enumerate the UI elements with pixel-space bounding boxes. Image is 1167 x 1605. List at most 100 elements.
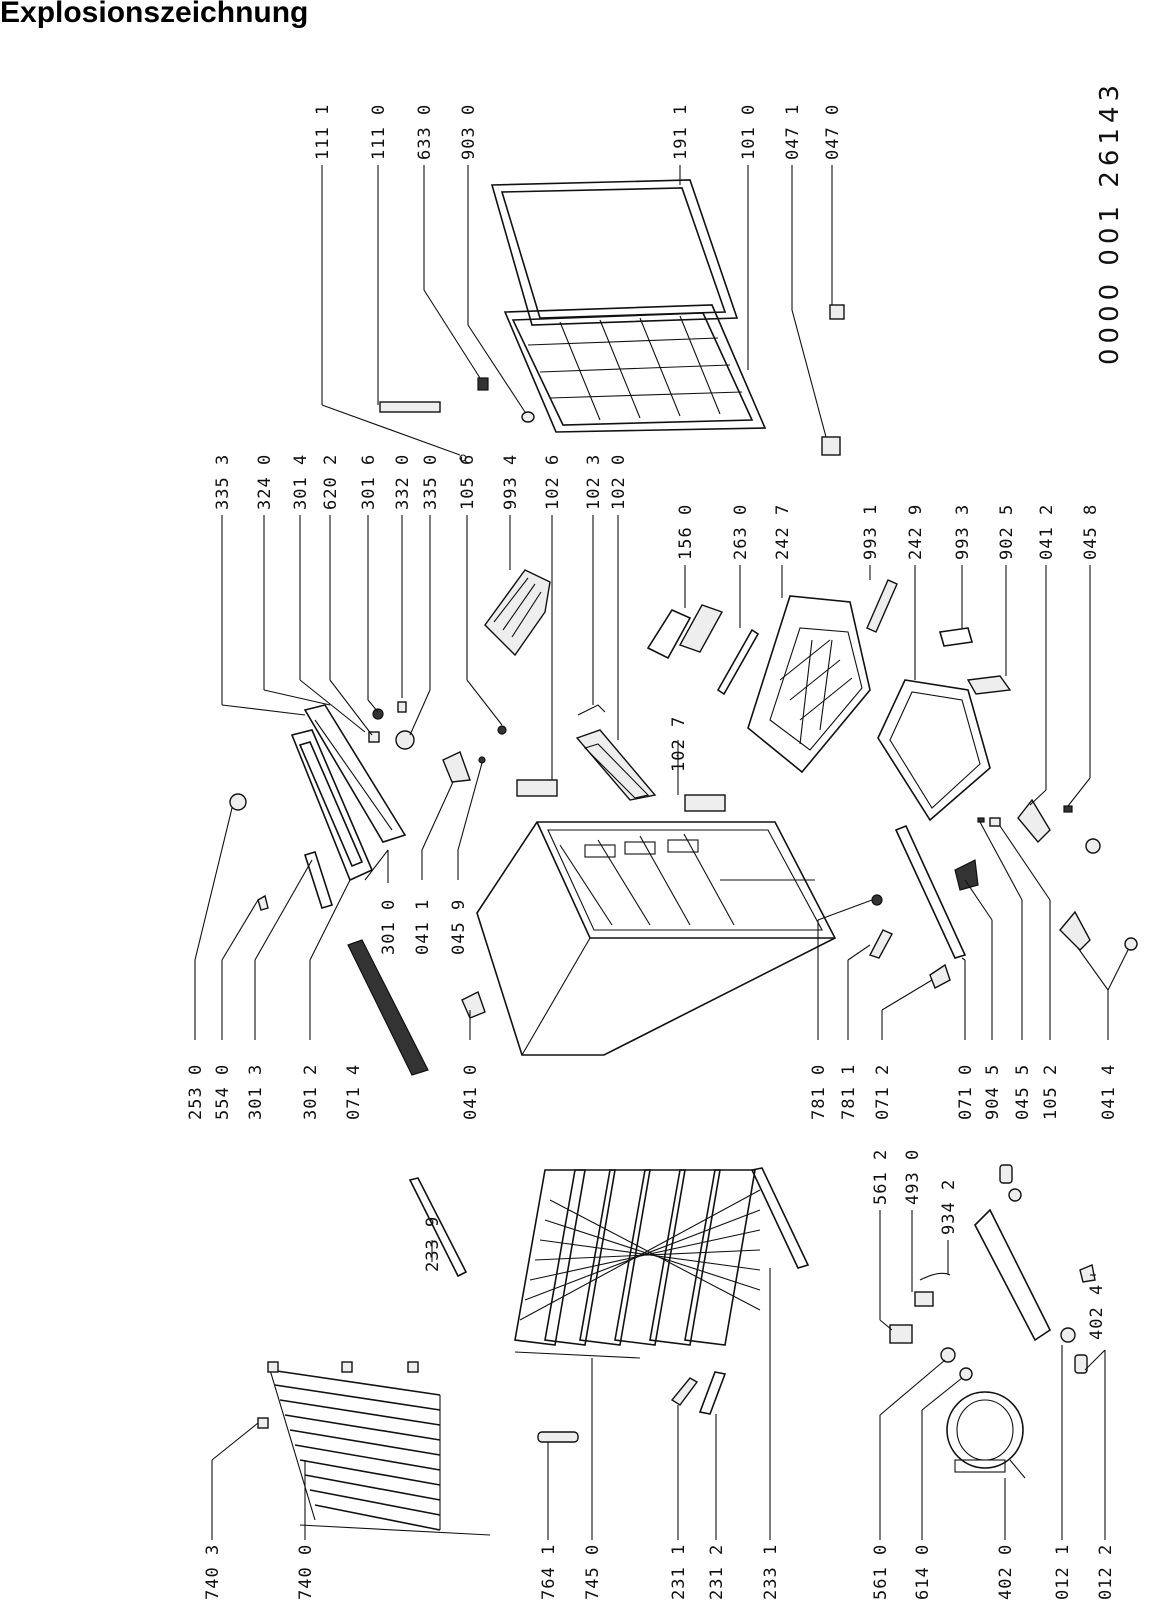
middle-lower-labels: 253 0 554 0 301 3 301 2 071 4 041 0 781 … [186,1064,1119,1120]
label-045-5: 045 5 [1013,1064,1033,1120]
drain-plug-part [257,1417,269,1429]
label-242-9: 242 9 [906,504,926,560]
label-012-1: 012 1 [1053,1544,1073,1600]
label-012-2: 012 2 [1096,1544,1116,1600]
bottom-hinge-part [1017,798,1051,844]
label-993-3: 993 3 [953,504,973,560]
wire-shelves-part [514,1169,761,1359]
label-614-0: 614 0 [913,1544,933,1600]
lamp-part [537,1431,579,1443]
clip-part [477,377,489,391]
knob-part [395,730,415,750]
hinge-pin-part [459,454,467,462]
label-740-3: 740 3 [203,1544,223,1600]
label-402-4: 402 4 [1087,1284,1107,1340]
page-title: Explosionszeichnung [0,0,309,29]
label-740-0: 740 0 [296,1544,316,1600]
label-301-4: 301 4 [291,454,311,510]
label-102-7: 102 7 [669,716,689,772]
document-number: 0000 001 26143 [1095,80,1125,365]
label-332-0: 332 0 [393,454,413,510]
small-grille-part [866,579,898,633]
label-301-6: 301 6 [359,454,379,510]
label-263-0: 263 0 [731,504,751,560]
ice-tray-part [646,608,692,660]
label-102-3: 102 3 [584,454,604,510]
base-plate-part [974,1208,1052,1342]
compressor-part [946,1391,1026,1479]
upper-hinge-part [442,751,471,783]
label-764-1: 764 1 [539,1544,559,1600]
door-gasket-part [490,179,739,326]
label-242-7: 242 7 [773,504,793,560]
cabinet-assembly [229,569,1138,1076]
lower-rail-part [750,1167,810,1269]
label-231-1: 231 1 [669,1544,689,1600]
rail-part [408,1177,468,1278]
label-745-0: 745 0 [583,1544,603,1600]
label-561-2: 561 2 [871,1149,891,1205]
label-633-0: 633 0 [415,104,435,160]
label-041-2: 041 2 [1037,504,1057,560]
label-233-9: 233 9 [423,1216,443,1272]
thermostat-part [229,793,247,811]
label-902-5: 902 5 [997,504,1017,560]
bracket-small-part [829,304,845,320]
label-045-8: 045 8 [1081,504,1101,560]
label-101-0: 101 0 [739,104,759,160]
label-335-3: 335 3 [213,454,233,510]
label-191-1: 191 1 [671,104,691,160]
label-781-1: 781 1 [839,1064,859,1120]
bracket-part [821,436,841,456]
bottom-labels: 561 2 493 0 934 2 402 4 233 9 740 3 740 … [203,1149,1116,1600]
label-047-0: 047 0 [823,104,843,160]
label-253-0: 253 0 [186,1064,206,1120]
label-554-0: 554 0 [213,1064,233,1120]
label-301-3: 301 3 [246,1064,266,1120]
label-561-0: 561 0 [871,1544,891,1600]
label-402-0: 402 0 [996,1544,1016,1600]
label-047-1: 047 1 [783,104,803,160]
panel-cover-part [303,704,407,843]
kick-plate-part [894,824,967,959]
label-105-2: 105 2 [1041,1064,1061,1120]
door-assembly [379,179,845,462]
label-156-0: 156 0 [676,504,696,560]
label-620-2: 620 2 [321,454,341,510]
label-071-0: 071 0 [956,1064,976,1120]
label-993-4: 993 4 [501,454,521,510]
label-071-2: 071 2 [873,1064,893,1120]
drawer-large-part [747,595,871,774]
label-903-0: 903 0 [459,104,479,160]
lower-hinge-part [461,991,486,1019]
label-041-0: 041 0 [461,1064,481,1120]
vent-grille-part [484,569,551,657]
label-781-0: 781 0 [809,1064,829,1120]
label-105-6: 105 6 [458,454,478,510]
label-493-0: 493 0 [903,1149,923,1205]
label-045-9: 045 9 [449,899,469,955]
label-934-2: 934 2 [939,1179,959,1235]
label-111-1: 111 1 [313,104,333,160]
relay-part [889,1324,913,1344]
cooling-assembly [257,1164,1096,1536]
hinge-part [379,401,441,413]
label-041-4: 041 4 [1099,1064,1119,1120]
label-233-1: 233 1 [761,1544,781,1600]
drawer-small-part [877,679,991,822]
label-111-0: 111 0 [369,104,389,160]
label-301-0: 301 0 [379,899,399,955]
label-071-4: 071 4 [344,1064,364,1120]
label-301-2: 301 2 [301,1064,321,1120]
label-993-1: 993 1 [861,504,881,560]
top-labels: 111 1 111 0 633 0 903 0 191 1 101 0 047 … [313,104,843,160]
label-102-6: 102 6 [543,454,563,510]
lamp-cover-part [670,1377,699,1406]
label-102-0: 102 0 [609,454,629,510]
evaporator-part [267,1361,491,1536]
label-904-5: 904 5 [983,1064,1003,1120]
middle-upper-labels: 335 3 324 0 301 4 620 2 301 6 332 0 335 … [213,454,1101,955]
plug-part [521,411,535,423]
label-335-0: 335 0 [421,454,441,510]
